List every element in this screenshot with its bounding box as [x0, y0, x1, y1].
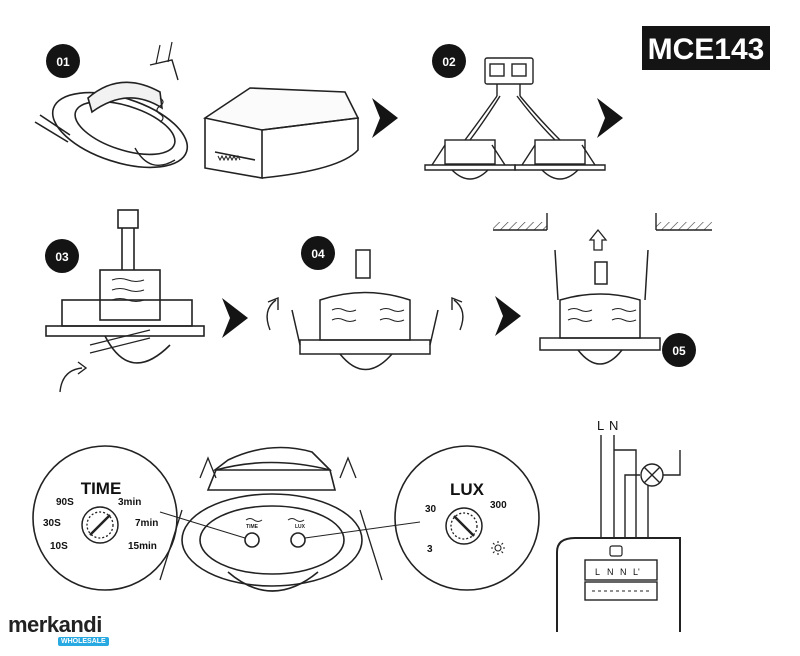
step-01-group: 01	[34, 41, 398, 179]
step-04-badge: 04	[301, 236, 335, 270]
arrow-right-1	[372, 98, 398, 138]
lux-label-30: 30	[425, 504, 437, 515]
device-lux-label: LUX	[295, 524, 306, 530]
sensor-side-view-illustration	[45, 209, 205, 393]
sensor-left-illustration	[424, 139, 516, 180]
time-knob-pointer	[89, 514, 111, 536]
time-label-10s: 10S	[50, 541, 68, 552]
lux-knob-pointer	[453, 515, 475, 537]
step-05-badge: 05	[662, 333, 696, 367]
svg-text:04: 04	[311, 247, 325, 261]
model-badge: MCE143	[642, 26, 770, 70]
step-02-group: 02	[424, 44, 623, 180]
lux-dial: LUX 30 300 3	[394, 445, 540, 591]
step-04-group: 04	[266, 236, 521, 371]
terminal-label-lout: L'	[633, 567, 640, 577]
junction-box-illustration	[464, 57, 561, 141]
logo-tagline: WHOLESALE	[58, 637, 109, 646]
terminal-label-n2: N	[620, 567, 627, 577]
merkandi-logo: merkandi WHOLESALE	[8, 612, 109, 646]
sun-icon	[491, 541, 505, 555]
svg-text:MCE143: MCE143	[648, 33, 765, 66]
sensor-spring-clips-illustration	[266, 249, 464, 371]
time-dial-title: TIME	[81, 479, 122, 498]
sensor-angled-illustration	[34, 41, 189, 169]
time-dial: TIME 90S 3min 30S 7min 10S 15min	[32, 445, 178, 591]
ceiling-hatch	[493, 213, 712, 231]
svg-text:01: 01	[56, 55, 70, 69]
sensor-right-illustration	[514, 139, 606, 180]
time-label-90s: 90S	[56, 497, 74, 508]
sensor-bottom-view-illustration	[159, 446, 421, 592]
time-label-30s: 30S	[43, 518, 61, 529]
svg-text:02: 02	[442, 55, 456, 69]
step-03-badge: 03	[45, 239, 79, 273]
wiring-diagram: L N L N N L'	[556, 418, 681, 632]
svg-text:05: 05	[672, 344, 686, 358]
svg-text:03: 03	[55, 250, 69, 264]
time-label-7min: 7min	[135, 518, 158, 529]
step-01-badge: 01	[46, 44, 80, 78]
time-label-15min: 15min	[128, 541, 157, 552]
lux-dial-title: LUX	[450, 480, 485, 499]
arrow-right-3	[222, 298, 248, 338]
lamp-icon	[640, 463, 664, 487]
power-module-illustration	[202, 87, 360, 179]
step-02-badge: 02	[432, 44, 466, 78]
logo-wordmark: merkandi	[8, 612, 102, 637]
arrow-right-4	[495, 296, 521, 336]
device-time-label: TIME	[246, 524, 259, 530]
terminal-label-l: L	[595, 567, 600, 577]
lux-label-3: 3	[427, 544, 433, 555]
terminal-block	[556, 537, 681, 632]
step-03-group: 03	[45, 209, 248, 393]
terminal-label-n1: N	[607, 567, 614, 577]
step-05-group: 05	[493, 213, 712, 367]
time-label-3min: 3min	[118, 497, 141, 508]
arrow-right-2	[597, 98, 623, 138]
sensor-insertion-illustration	[539, 249, 661, 365]
lux-label-300: 300	[490, 500, 507, 511]
supply-label-l: L	[597, 418, 604, 433]
supply-label-n: N	[609, 418, 618, 433]
arrow-up-icon	[588, 228, 608, 251]
